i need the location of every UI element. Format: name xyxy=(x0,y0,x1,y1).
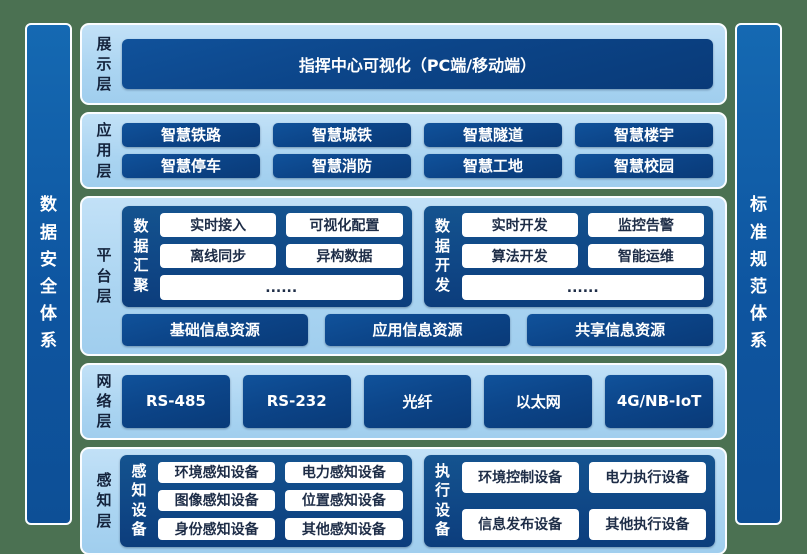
execution-devices-group: 执 行 设 备 环境控制设备 电力执行设备 信息发布设备 其他执行设备 xyxy=(423,454,715,547)
layer-perception-content: 感 知 设 备 环境感知设备 电力感知设备 图像感知设备 位置感知设备 身份感知… xyxy=(120,454,715,547)
application-info-resource-box: 应用信息资源 xyxy=(324,313,511,346)
info-publish-device-box: 信息发布设备 xyxy=(461,508,579,540)
layer-platform: 平 台 层 数 据 汇 聚 实时接入 可视化配置 离线同步 异构数据 .....… xyxy=(80,195,727,356)
realtime-access-box: 实时接入 xyxy=(160,212,277,238)
layer-application-label: 应 用 层 xyxy=(96,121,112,180)
basic-info-resource-box: 基础信息资源 xyxy=(122,313,308,346)
intelligent-ops-box: 智能运维 xyxy=(587,244,704,269)
4g-nbiot-box: 4G/NB-IoT xyxy=(605,374,713,428)
other-sensing-device-box: 其他感知设备 xyxy=(285,518,403,540)
data-development-grid: 实时开发 监控告警 算法开发 智能运维 ...... xyxy=(461,212,704,300)
optical-fiber-box: 光纤 xyxy=(363,374,472,428)
pillar-standard-specification: 标 准 规 范 体 系 xyxy=(735,23,782,525)
env-control-device-box: 环境控制设备 xyxy=(461,461,579,493)
platform-resources-row: 基础信息资源 应用信息资源 共享信息资源 xyxy=(122,313,714,346)
visual-config-box: 可视化配置 xyxy=(286,212,403,238)
command-center-visualization-box: 指挥中心可视化（PC端/移动端） xyxy=(122,39,713,89)
data-aggregation-group-label: 数 据 汇 聚 xyxy=(133,217,149,294)
realtime-dev-box: 实时开发 xyxy=(461,212,578,238)
location-sensing-device-box: 位置感知设备 xyxy=(285,489,403,512)
layer-display-content: 指挥中心可视化（PC端/移动端） xyxy=(120,31,715,97)
sensing-devices-group: 感 知 设 备 环境感知设备 电力感知设备 图像感知设备 位置感知设备 身份感知… xyxy=(120,454,412,547)
data-aggregation-grid: 实时接入 可视化配置 离线同步 异构数据 ...... xyxy=(160,212,403,300)
data-development-group-label: 数 据 开 发 xyxy=(434,217,450,294)
pillar-data-security: 数 据 安 全 体 系 xyxy=(25,23,72,525)
layer-display: 展 示 层 指挥中心可视化（PC端/移动端） xyxy=(80,23,727,105)
execution-devices-grid: 环境控制设备 电力执行设备 信息发布设备 其他执行设备 xyxy=(461,461,706,540)
layer-network: 网 络 层 RS-485 RS-232 光纤 以太网 4G/NB-IoT xyxy=(80,362,727,440)
shared-info-resource-box: 共享信息资源 xyxy=(527,313,714,346)
layer-perception: 感 知 层 感 知 设 备 环境感知设备 电力感知设备 图像感知设备 位置感知设… xyxy=(80,446,727,555)
app-smart-railway-box: 智慧铁路 xyxy=(122,123,260,147)
other-execution-device-box: 其他执行设备 xyxy=(588,508,706,540)
app-smart-construction-box: 智慧工地 xyxy=(424,153,562,178)
ethernet-box: 以太网 xyxy=(484,374,593,428)
layer-stack: 展 示 层 指挥中心可视化（PC端/移动端） 应 用 层 智慧铁路 智慧城铁 智… xyxy=(80,23,727,555)
layer-perception-label: 感 知 层 xyxy=(96,471,112,530)
execution-devices-group-label: 执 行 设 备 xyxy=(434,461,450,539)
development-more-box: ...... xyxy=(461,275,704,300)
app-smart-campus-box: 智慧校园 xyxy=(575,153,713,178)
sensing-devices-group-label: 感 知 设 备 xyxy=(131,461,147,539)
layer-application-content: 智慧铁路 智慧城铁 智慧隧道 智慧楼宇 智慧停车 智慧消防 智慧工地 智慧校园 xyxy=(120,120,715,181)
app-smart-parking-box: 智慧停车 xyxy=(122,153,260,178)
identity-sensing-device-box: 身份感知设备 xyxy=(158,518,276,540)
sensing-devices-grid: 环境感知设备 电力感知设备 图像感知设备 位置感知设备 身份感知设备 其他感知设… xyxy=(158,461,403,540)
offline-sync-box: 离线同步 xyxy=(160,244,277,269)
env-sensing-device-box: 环境感知设备 xyxy=(158,461,276,483)
rs232-box: RS-232 xyxy=(242,374,351,428)
power-sensing-device-box: 电力感知设备 xyxy=(285,461,403,483)
aggregation-more-box: ...... xyxy=(160,275,403,300)
layer-display-label: 展 示 层 xyxy=(96,34,112,94)
data-development-group: 数 据 开 发 实时开发 监控告警 算法开发 智能运维 ...... xyxy=(423,205,713,307)
heterogeneous-data-box: 异构数据 xyxy=(286,244,403,269)
app-smart-metro-box: 智慧城铁 xyxy=(273,123,411,147)
app-smart-building-box: 智慧楼宇 xyxy=(575,123,713,147)
data-aggregation-group: 数 据 汇 聚 实时接入 可视化配置 离线同步 异构数据 ...... xyxy=(122,205,412,307)
layer-platform-label: 平 台 层 xyxy=(96,246,112,305)
layer-network-content: RS-485 RS-232 光纤 以太网 4G/NB-IoT xyxy=(120,371,715,432)
monitor-alert-box: 监控告警 xyxy=(587,212,704,238)
app-smart-tunnel-box: 智慧隧道 xyxy=(424,123,562,147)
power-execution-device-box: 电力执行设备 xyxy=(588,461,706,493)
layer-application: 应 用 层 智慧铁路 智慧城铁 智慧隧道 智慧楼宇 智慧停车 智慧消防 智慧工地… xyxy=(80,112,727,189)
rs485-box: RS-485 xyxy=(122,374,230,428)
algorithm-dev-box: 算法开发 xyxy=(461,244,578,269)
layer-platform-content: 数 据 汇 聚 实时接入 可视化配置 离线同步 异构数据 ...... 数 据 … xyxy=(120,204,715,348)
image-sensing-device-box: 图像感知设备 xyxy=(158,489,276,512)
layer-network-label: 网 络 层 xyxy=(96,371,112,431)
app-smart-firefighting-box: 智慧消防 xyxy=(273,153,411,178)
platform-groups-row: 数 据 汇 聚 实时接入 可视化配置 离线同步 异构数据 ...... 数 据 … xyxy=(122,205,713,307)
